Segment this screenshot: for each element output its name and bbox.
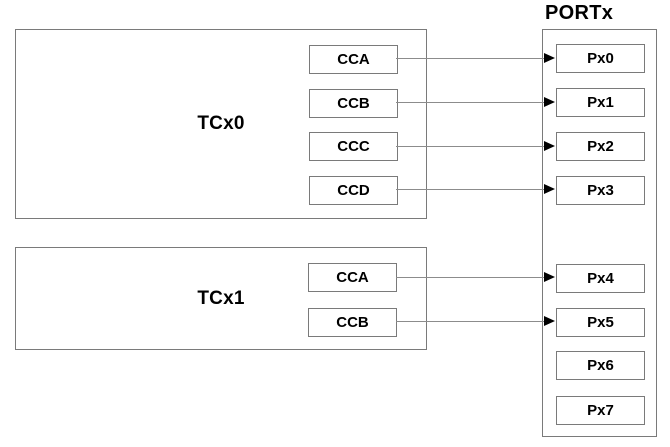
port-block: Px0 Px1 Px2 Px3 Px4 Px5 Px6 Px7 [542, 29, 657, 437]
tcx0-channel-ccb: CCB [309, 89, 398, 118]
tcx1-channel-cca: CCA [308, 263, 397, 292]
port-pin-px4: Px4 [556, 264, 645, 293]
tcx0-block: TCx0 CCA CCB CCC CCD [15, 29, 427, 219]
tcx1-label: TCx1 [197, 287, 245, 309]
tcx0-channel-ccd: CCD [309, 176, 398, 205]
port-pin-px0: Px0 [556, 44, 645, 73]
port-pin-px6: Px6 [556, 351, 645, 380]
tcx0-channel-ccc: CCC [309, 132, 398, 161]
port-pin-px2: Px2 [556, 132, 645, 161]
tcx0-channel-cca: CCA [309, 45, 398, 74]
tcx1-block: TCx1 CCA CCB [15, 247, 427, 350]
port-pin-px7: Px7 [556, 396, 645, 425]
port-title: PORTx [545, 2, 614, 24]
port-pin-px3: Px3 [556, 176, 645, 205]
tcx1-channel-ccb: CCB [308, 308, 397, 337]
port-pin-px5: Px5 [556, 308, 645, 337]
tcx0-label: TCx0 [197, 113, 245, 134]
port-pin-px1: Px1 [556, 88, 645, 117]
